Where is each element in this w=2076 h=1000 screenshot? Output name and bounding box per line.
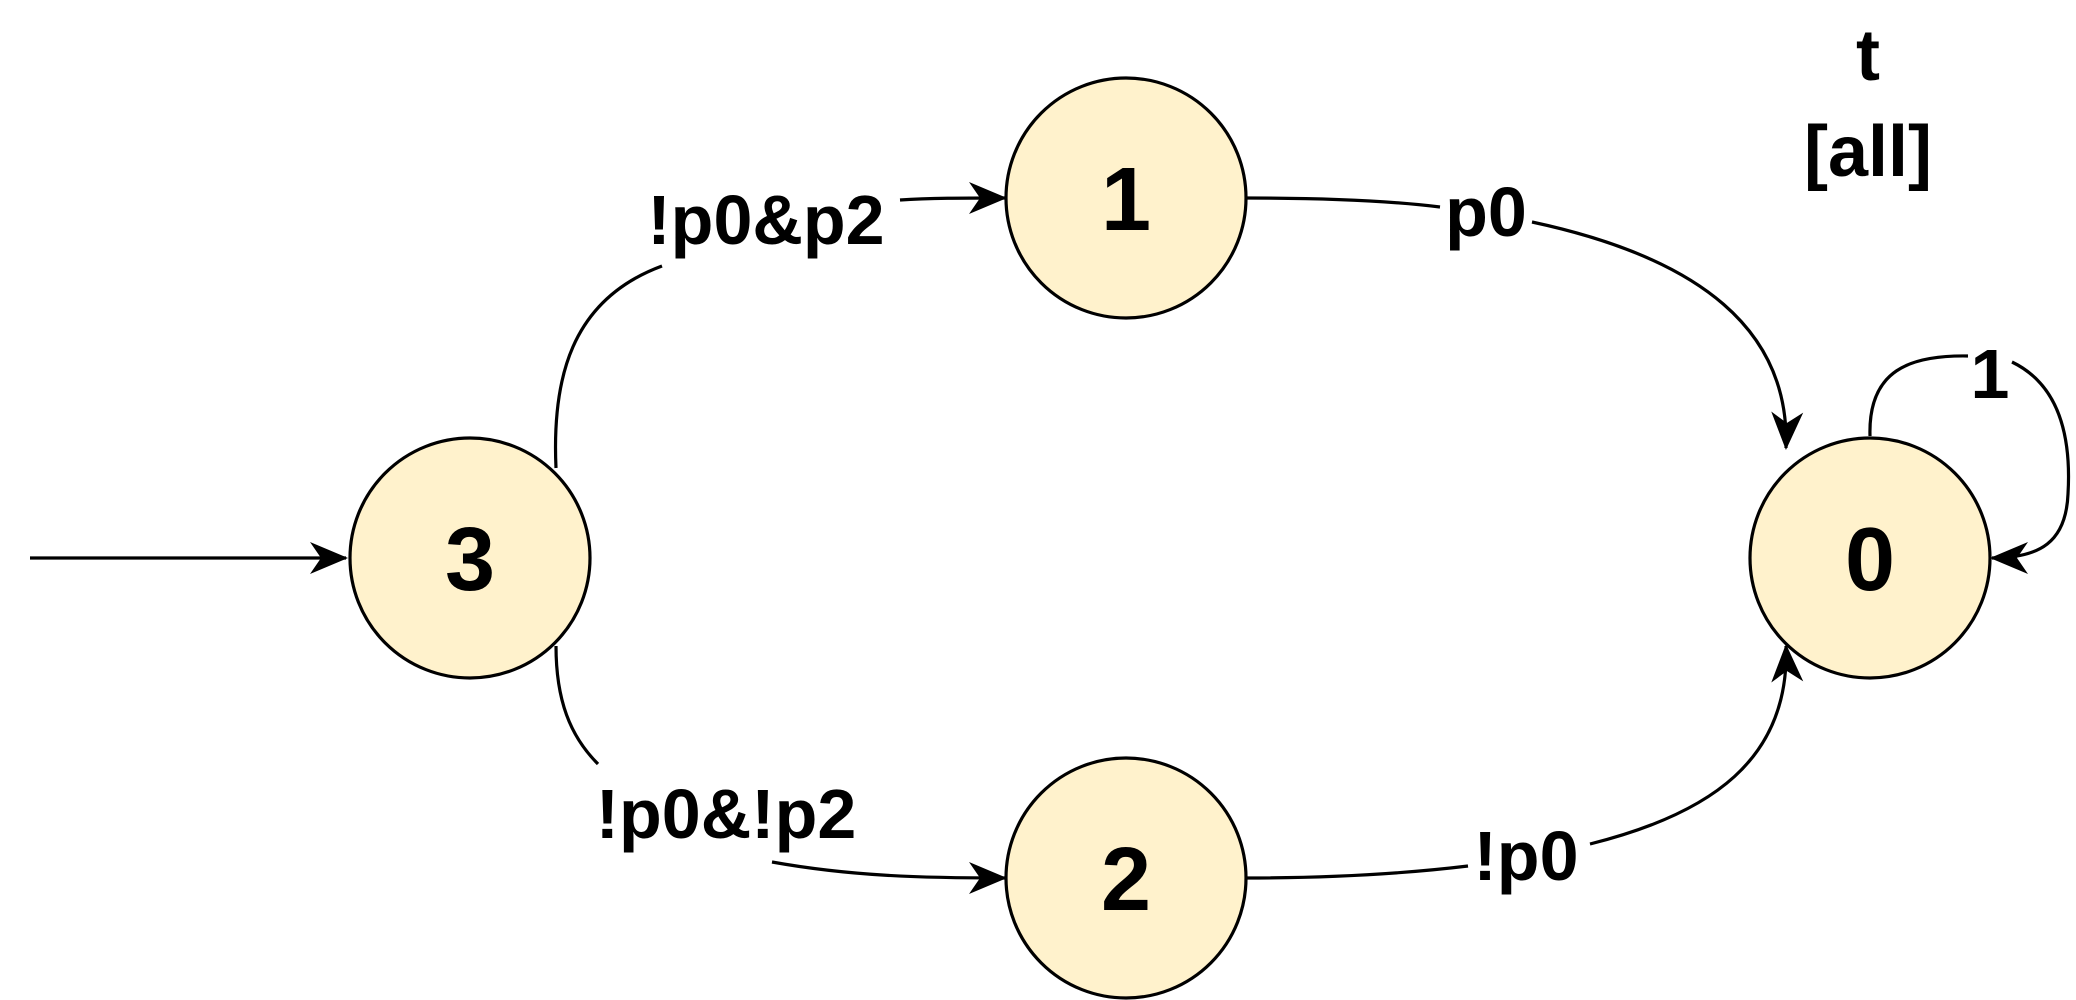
edge-path-2-to-0: [1245, 646, 1786, 880]
state-3-circle: [348, 436, 592, 680]
state-0[interactable]: 0: [1748, 436, 1992, 680]
edge-label-3-to-2: !p0&!p2: [596, 775, 857, 853]
acceptance-header: t [all]: [1804, 16, 1932, 192]
acceptance-condition: [all]: [1804, 112, 1932, 192]
edge-3-to-2: !p0&!p2: [554, 645, 1005, 878]
edge-label-0-self-loop: 1: [1971, 335, 2010, 413]
state-1[interactable]: 1: [1004, 76, 1248, 320]
state-2[interactable]: 2: [1004, 756, 1248, 1000]
edge-1-to-0: p0: [1245, 173, 1786, 448]
edge-2-to-0: !p0: [1245, 646, 1786, 895]
edge-path-1-to-0: [1245, 196, 1786, 448]
edge-0-self-loop: 1: [1868, 335, 2071, 558]
state-1-label: 1: [1101, 150, 1151, 250]
edge-3-to-1: !p0&p2: [553, 181, 1005, 469]
edge-path-3-to-2: [554, 645, 1005, 878]
state-3-label: 3: [445, 510, 495, 610]
state-1-circle: [1004, 76, 1248, 320]
edge-path-0-self-loop: [1868, 354, 2071, 558]
state-0-circle: [1748, 436, 1992, 680]
state-3[interactable]: 3: [348, 436, 592, 680]
edge-label-3-to-1: !p0&p2: [647, 181, 884, 259]
state-2-circle: [1004, 756, 1248, 1000]
edge-label-2-to-0: !p0: [1474, 817, 1579, 895]
state-2-label: 2: [1101, 830, 1151, 930]
state-0-label: 0: [1845, 510, 1895, 610]
edge-path-3-to-1: [553, 198, 1005, 469]
acceptance-name: t: [1856, 16, 1880, 96]
edge-label-1-to-0: p0: [1445, 173, 1527, 251]
